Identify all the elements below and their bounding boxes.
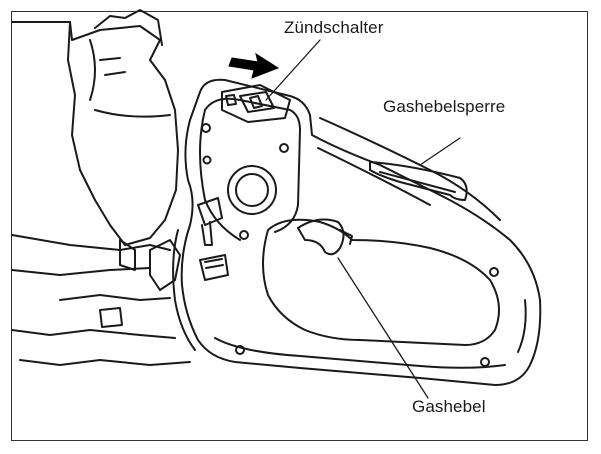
rear-handle xyxy=(180,78,542,386)
ignition-switch xyxy=(221,84,291,123)
engine-housing xyxy=(11,9,191,366)
label-throttle-lock: Gashebelsperre xyxy=(383,97,506,116)
side-bolt xyxy=(172,197,229,351)
leader-throttle-trigger xyxy=(337,257,429,399)
throttle-trigger xyxy=(297,218,353,256)
grommet xyxy=(227,165,277,215)
leader-throttle-lock xyxy=(419,137,461,166)
label-throttle-trigger: Gashebel xyxy=(412,397,486,416)
leader-ignition-switch xyxy=(265,39,321,101)
arrow-icon xyxy=(228,52,280,79)
label-ignition-switch: Zündschalter xyxy=(284,18,384,37)
throttle-lock xyxy=(369,161,468,201)
leader-lines xyxy=(265,39,461,399)
screws xyxy=(201,123,499,367)
